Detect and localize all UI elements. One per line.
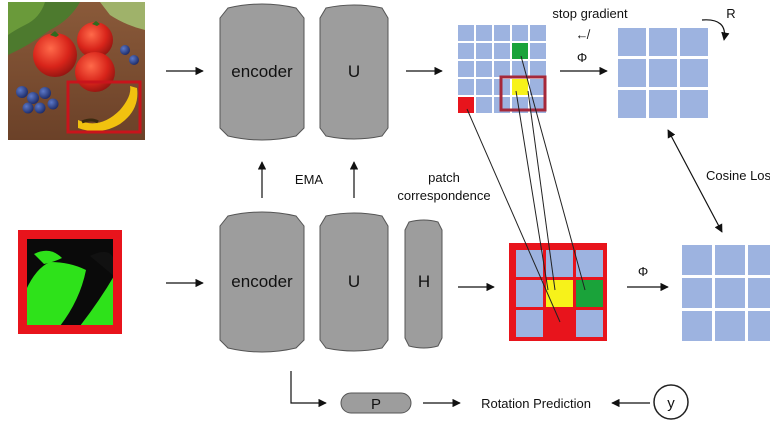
correspondence-lines bbox=[466, 55, 586, 323]
grid-cell bbox=[680, 28, 708, 56]
grid-cell bbox=[476, 79, 492, 95]
bottom-feature-grid bbox=[509, 243, 607, 341]
p-block: P bbox=[340, 392, 412, 414]
grid-cell bbox=[476, 43, 492, 59]
grid-cell bbox=[748, 311, 770, 341]
grid-cell bbox=[649, 90, 677, 118]
rotation-r-label: R bbox=[726, 6, 735, 21]
grid-cell bbox=[546, 280, 573, 307]
grid-cell bbox=[494, 25, 510, 41]
cosine-loss-arrow bbox=[667, 129, 723, 233]
grid-cell bbox=[546, 310, 573, 337]
grid-cell bbox=[715, 311, 745, 341]
top-encoder-label: encoder bbox=[231, 62, 293, 81]
bottom-h-block: H bbox=[404, 219, 443, 349]
top-projected-grid bbox=[618, 28, 708, 118]
bottom-h-label: H bbox=[418, 272, 430, 291]
grid-cell bbox=[458, 97, 474, 113]
grid-cell bbox=[680, 90, 708, 118]
stop-gradient-label: stop gradient bbox=[552, 6, 628, 21]
bottom-u-label: U bbox=[348, 272, 360, 291]
grid-cell bbox=[512, 25, 528, 41]
grid-cell bbox=[715, 245, 745, 275]
top-u-label: U bbox=[348, 62, 360, 81]
y-label: y bbox=[667, 395, 675, 412]
grid-cell bbox=[748, 245, 770, 275]
grid-cell bbox=[516, 310, 543, 337]
bottom-u-block: U bbox=[319, 212, 389, 352]
grid-cell bbox=[458, 25, 474, 41]
top-encoder-block: encoder bbox=[219, 3, 305, 141]
grid-cell bbox=[458, 79, 474, 95]
grid-cell bbox=[649, 28, 677, 56]
bottom-encoder-block: encoder bbox=[219, 211, 305, 353]
arrow-encoder-to-p bbox=[290, 371, 327, 408]
cosine-loss-label: Cosine Loss bbox=[706, 168, 770, 183]
top-u-block: U bbox=[319, 4, 389, 140]
grid-cell bbox=[530, 43, 546, 59]
grid-cell bbox=[476, 97, 492, 113]
stop-gradient-symbol: ↚ bbox=[576, 27, 591, 42]
grid-cell bbox=[476, 61, 492, 77]
grid-cell bbox=[494, 61, 510, 77]
grid-cell bbox=[715, 278, 745, 308]
grid-cell bbox=[512, 79, 528, 95]
grid-cell bbox=[458, 43, 474, 59]
grid-cell bbox=[682, 278, 712, 308]
y-node: y bbox=[653, 384, 689, 420]
crop-box bbox=[66, 80, 142, 134]
bottom-projected-grid bbox=[682, 245, 770, 341]
input-image-original bbox=[8, 2, 145, 140]
grid-cell bbox=[680, 59, 708, 87]
grid-cell bbox=[682, 245, 712, 275]
p-label: P bbox=[371, 396, 381, 413]
grid-cell bbox=[748, 278, 770, 308]
grid-cell bbox=[530, 61, 546, 77]
rotation-prediction-label: Rotation Prediction bbox=[481, 396, 591, 411]
grid-cell bbox=[576, 310, 603, 337]
grid-cell bbox=[618, 28, 646, 56]
grid-cell bbox=[512, 43, 528, 59]
grid-cell bbox=[649, 59, 677, 87]
patch-correspondence-line2: correspondence bbox=[397, 188, 490, 203]
phi-top-label: Φ bbox=[577, 50, 587, 65]
input-image-augmented-crop bbox=[18, 230, 122, 334]
grid-cell bbox=[458, 61, 474, 77]
grid-cell bbox=[530, 79, 546, 95]
top-feature-grid bbox=[458, 25, 547, 113]
top-selected-patch-box bbox=[499, 75, 547, 112]
grid-cell bbox=[494, 43, 510, 59]
grid-cell bbox=[476, 25, 492, 41]
rotation-r-arrow bbox=[701, 19, 730, 41]
grid-cell bbox=[516, 280, 543, 307]
grid-cell bbox=[618, 90, 646, 118]
grid-cell bbox=[530, 25, 546, 41]
grid-cell bbox=[576, 280, 603, 307]
ema-label: EMA bbox=[295, 172, 324, 187]
grid-cell bbox=[512, 61, 528, 77]
grid-cell bbox=[682, 311, 712, 341]
grid-cell bbox=[618, 59, 646, 87]
patch-correspondence-line1: patch bbox=[428, 170, 460, 185]
phi-bottom-label: Φ bbox=[638, 264, 648, 279]
bottom-encoder-label: encoder bbox=[231, 272, 293, 291]
